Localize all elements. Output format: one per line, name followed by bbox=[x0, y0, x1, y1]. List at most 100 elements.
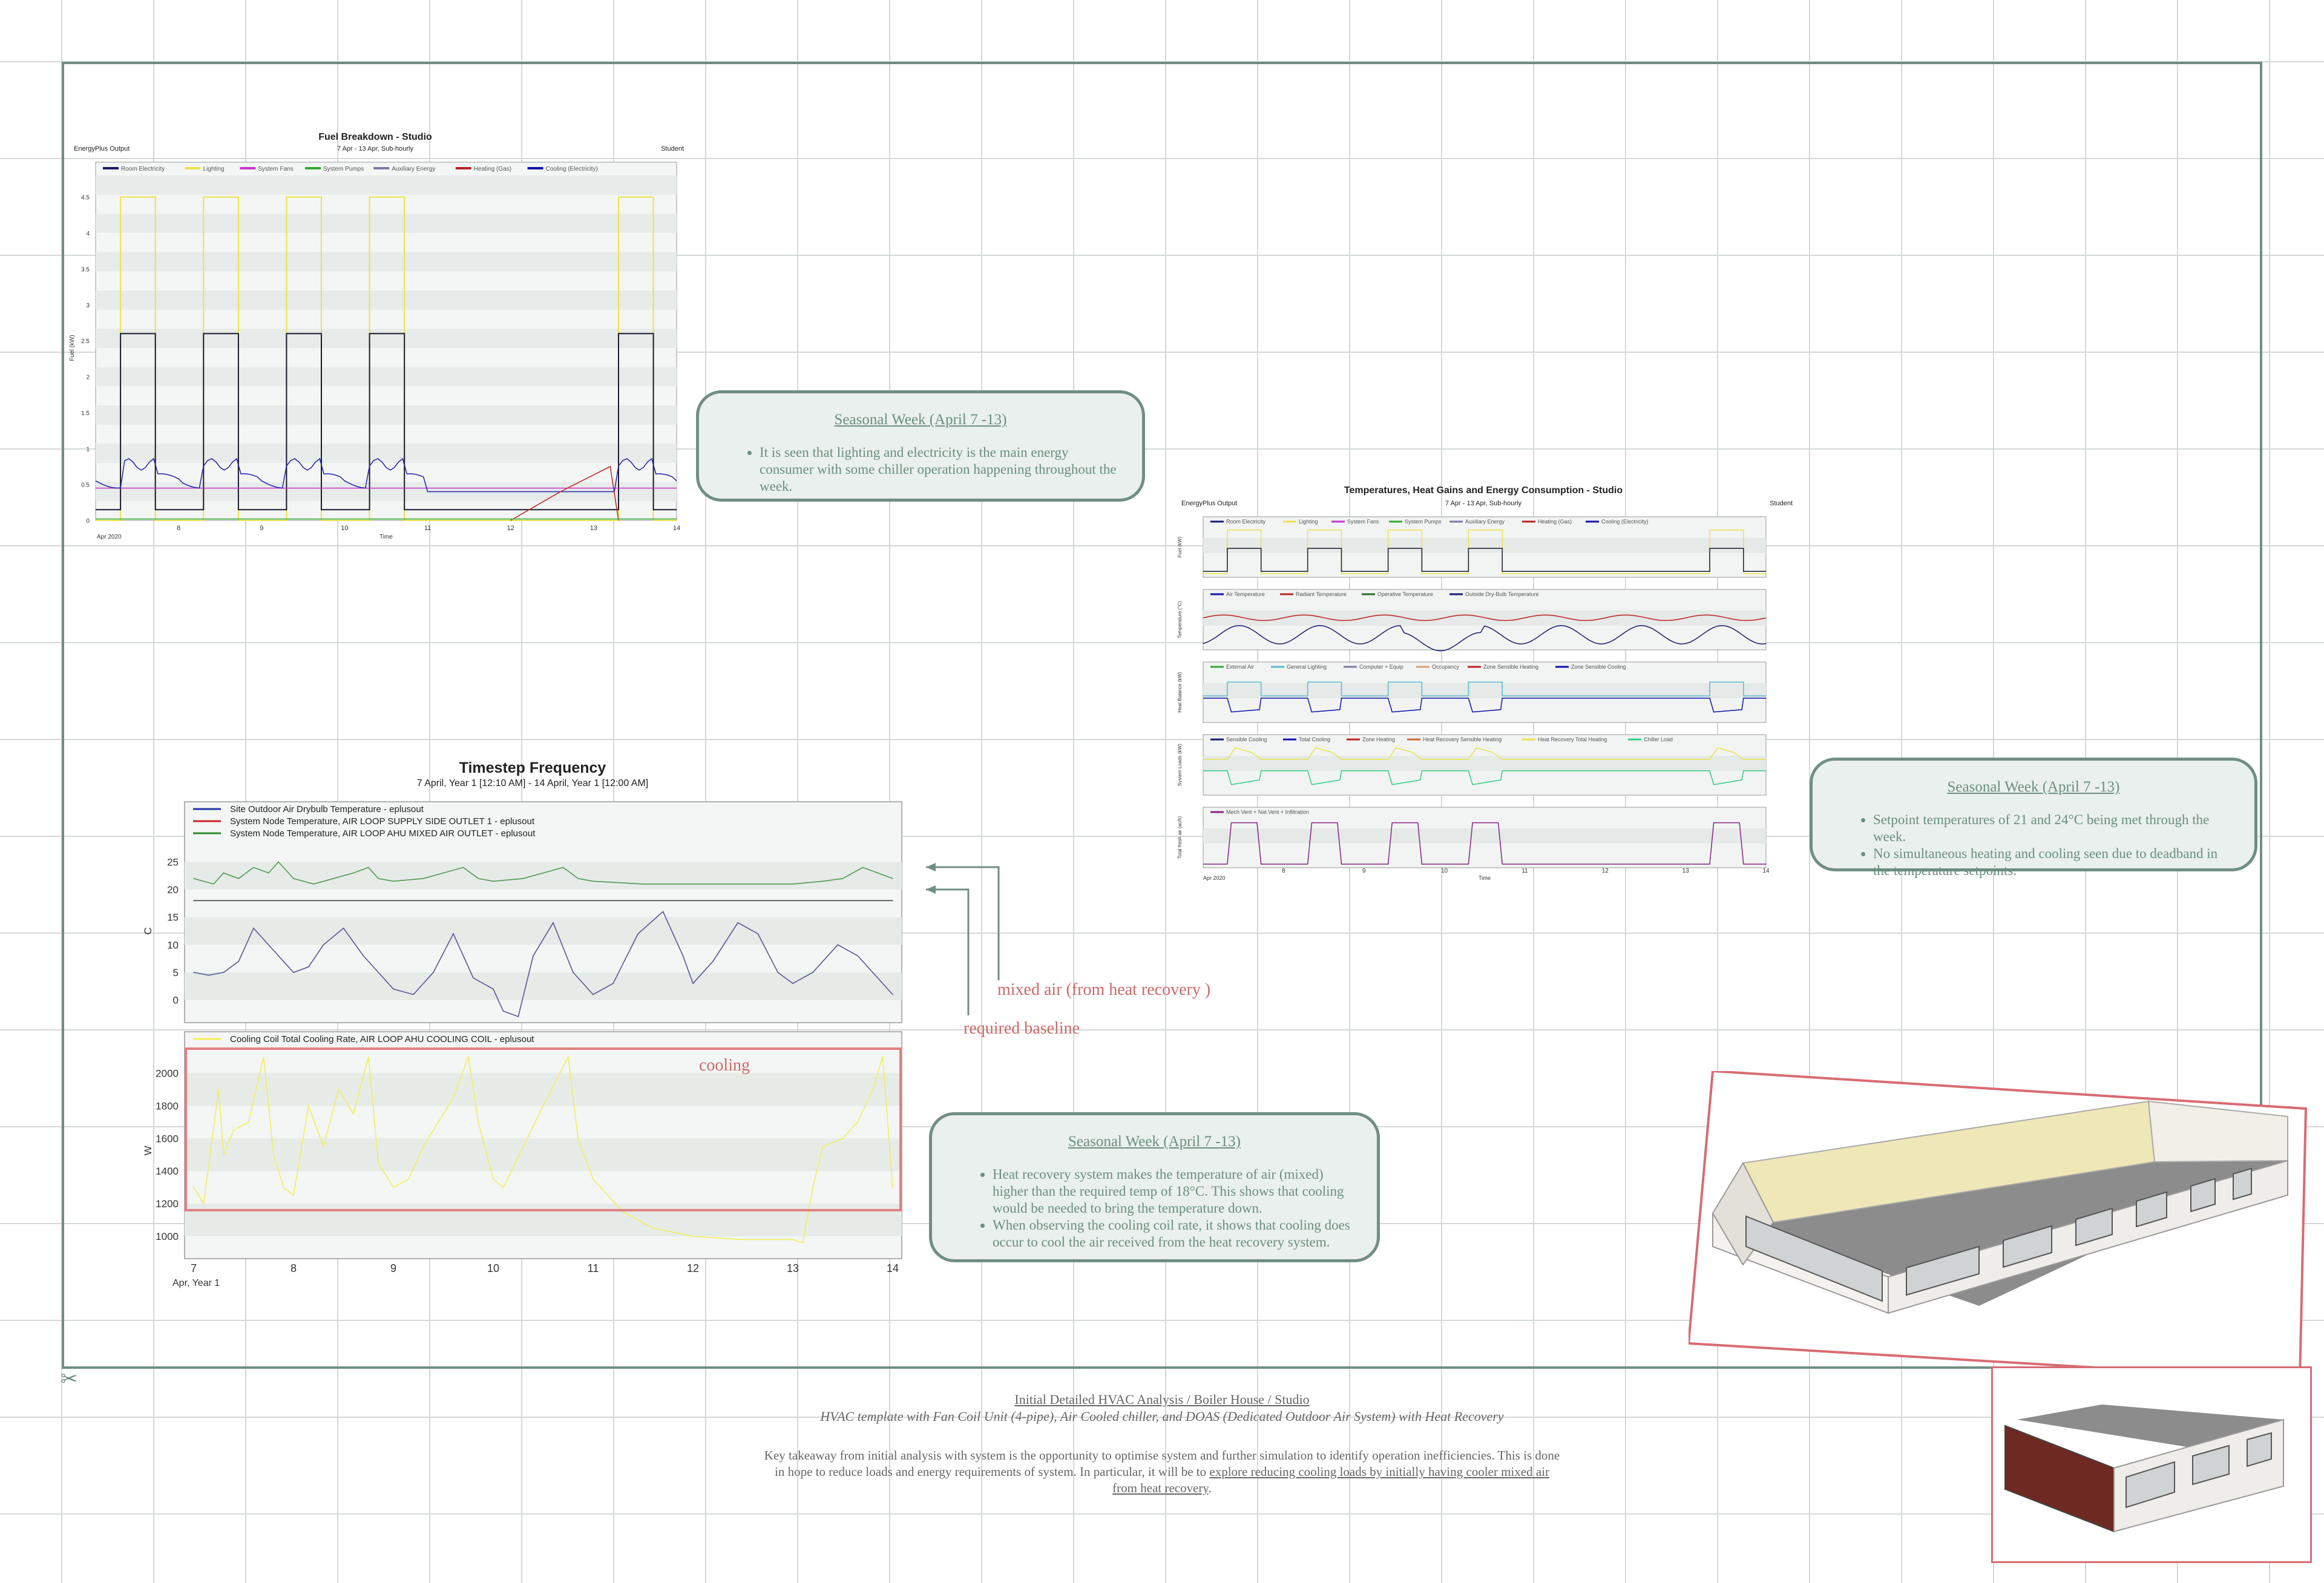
legend-label: System Node Temperature, AIR LOOP AHU MI… bbox=[230, 828, 536, 839]
legend-label: Lighting bbox=[203, 166, 225, 172]
data-point bbox=[692, 983, 694, 985]
legend-label: Auxiliary Energy bbox=[392, 166, 435, 172]
data-point bbox=[273, 949, 274, 951]
y-tick-label: 1 bbox=[86, 446, 90, 453]
building-3d-view bbox=[1689, 1071, 2308, 1381]
data-point bbox=[742, 1239, 744, 1241]
temps-chart-source: EnergyPlus Output bbox=[1181, 500, 1238, 507]
data-point bbox=[378, 972, 379, 973]
scissors-icon: ✂ bbox=[61, 1368, 78, 1391]
data-point bbox=[323, 944, 324, 946]
data-point bbox=[442, 872, 444, 874]
data-point bbox=[493, 880, 494, 882]
data-point bbox=[892, 900, 893, 902]
plot-band bbox=[185, 1073, 902, 1106]
y-tick-label: 4.5 bbox=[81, 195, 90, 202]
data-point bbox=[857, 955, 859, 957]
plot-band bbox=[96, 329, 677, 348]
plot-band bbox=[96, 444, 677, 463]
x-tick-label: 13 bbox=[590, 525, 597, 532]
plot-band bbox=[185, 1204, 902, 1237]
y-tick-label: 2.5 bbox=[81, 338, 90, 345]
y-tick-label: 0 bbox=[86, 518, 90, 525]
data-point bbox=[542, 1105, 544, 1107]
window bbox=[1745, 1215, 1883, 1302]
room-electricity-series bbox=[1203, 548, 1766, 572]
footer-takeaway-line-2: in hope to reduce loads and energy requi… bbox=[0, 1464, 2324, 1480]
outside-drybulb-series bbox=[1203, 624, 1767, 652]
temps-chart-title: Temperatures, Heat Gains and Energy Cons… bbox=[1344, 485, 1623, 496]
plot-band bbox=[96, 367, 677, 387]
legend-label: Zone Sensible Cooling bbox=[1571, 664, 1626, 670]
data-point bbox=[592, 994, 594, 995]
x-tick-label: 8 bbox=[177, 525, 180, 532]
plot-band bbox=[96, 290, 677, 310]
y-tick-label: 10 bbox=[167, 939, 179, 951]
data-point bbox=[278, 861, 280, 863]
card-bullet: Setpoint temperatures of 21 and 24°C bei… bbox=[1873, 811, 2230, 845]
x-tick-label: 7 bbox=[191, 1262, 197, 1274]
legend-label: Heating (Gas) bbox=[474, 166, 511, 172]
timestep-title: Timestep Frequency bbox=[459, 759, 606, 776]
x-start-label: Apr 2020 bbox=[97, 534, 122, 540]
data-point bbox=[842, 877, 844, 879]
data-point bbox=[193, 972, 194, 973]
window bbox=[2075, 1207, 2113, 1247]
data-point bbox=[213, 883, 214, 885]
fuel-chart-period: 7 Apr - 13 Apr, Sub-hourly bbox=[337, 145, 413, 152]
data-point bbox=[892, 994, 893, 995]
data-point bbox=[293, 877, 294, 879]
data-point bbox=[493, 988, 494, 990]
plot-band bbox=[96, 252, 677, 272]
y-axis-label: Fuel (kW) bbox=[1177, 536, 1183, 557]
y-tick-label: 2000 bbox=[156, 1067, 179, 1079]
plot-band bbox=[185, 972, 902, 1000]
footer-takeaway-line-3: from heat recovery. bbox=[0, 1481, 2324, 1496]
window bbox=[2233, 1167, 2252, 1201]
data-point bbox=[822, 1145, 824, 1147]
data-point bbox=[238, 877, 240, 879]
data-point bbox=[333, 877, 334, 879]
timestep-subtitle: 7 April, Year 1 [12:10 AM] - 14 April, Y… bbox=[416, 778, 649, 788]
legend-label: System Node Temperature, AIR LOOP SUPPLY… bbox=[230, 816, 535, 827]
data-point bbox=[367, 1056, 369, 1058]
legend-label: Cooling (Electricity) bbox=[1601, 519, 1649, 525]
data-point bbox=[248, 1121, 249, 1123]
legend-label: Lighting bbox=[1299, 519, 1318, 525]
data-point bbox=[238, 960, 240, 962]
data-point bbox=[822, 880, 824, 882]
data-point bbox=[208, 974, 209, 976]
y-tick-label: 20 bbox=[167, 884, 179, 896]
annotation-arrows bbox=[926, 863, 1000, 1015]
y-tick-label: 1400 bbox=[156, 1165, 179, 1177]
x-axis-label: Apr, Year 1 bbox=[172, 1278, 220, 1288]
legend-label: Heating (Gas) bbox=[1538, 519, 1572, 525]
legend-label: Auxiliary Energy bbox=[1465, 519, 1505, 525]
x-axis-label: Time bbox=[1479, 875, 1491, 881]
data-point bbox=[338, 1089, 340, 1090]
data-point bbox=[652, 1227, 654, 1229]
x-tick-label: 9 bbox=[260, 525, 263, 532]
data-point bbox=[378, 1162, 379, 1164]
data-point bbox=[293, 972, 294, 973]
x-tick-label: 8 bbox=[290, 1262, 297, 1274]
plot-band bbox=[96, 405, 677, 425]
data-point bbox=[193, 900, 194, 902]
data-point bbox=[393, 880, 394, 882]
data-point bbox=[253, 867, 254, 868]
data-point bbox=[757, 933, 759, 934]
x-tick-label: 10 bbox=[1441, 868, 1448, 874]
heat-recovery-series bbox=[1203, 747, 1766, 760]
data-point bbox=[837, 944, 839, 946]
data-point bbox=[792, 883, 793, 885]
x-tick-label: 11 bbox=[424, 525, 431, 532]
data-point bbox=[553, 922, 554, 923]
legend-label: Cooling (Electricity) bbox=[546, 166, 598, 172]
legend-label: Zone Sensible Heating bbox=[1483, 664, 1538, 670]
data-point bbox=[792, 1239, 793, 1241]
temps-chart-period: 7 Apr - 13 Apr, Sub-hourly bbox=[1445, 500, 1521, 507]
section-windows bbox=[2125, 1432, 2272, 1509]
temps-chart-user: Student bbox=[1770, 500, 1793, 507]
data-point bbox=[223, 1154, 225, 1156]
